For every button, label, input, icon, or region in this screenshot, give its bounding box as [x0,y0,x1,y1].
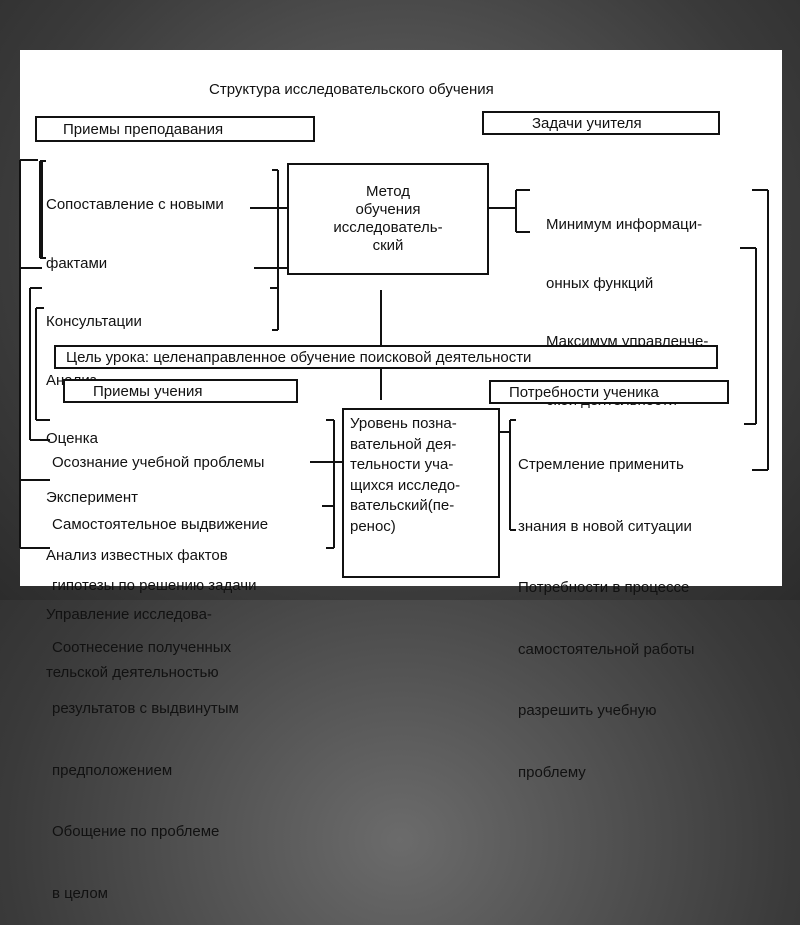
teacher-tasks-label: Задачи учителя [532,115,642,132]
diagram-title: Структура исследовательского обучения [209,81,494,98]
list-item: разрешить учебную [518,702,657,719]
teaching-methods-label: Приемы преподавания [63,121,224,138]
list-item: Эксперимент [46,488,139,506]
list-item: результатов с выдвинутым [52,700,239,717]
list-item: Оценка [46,430,98,447]
list-item: Минимум информаци- [546,216,703,233]
list-item: Сопоставление с новыми [46,196,224,213]
list-item: проблему [518,763,586,781]
list-item: Анализ известных фактов [46,547,228,564]
learning-items-list: Осознание учебной проблемы Самостоятельн… [52,412,268,925]
list-item: фактами [46,254,108,272]
center-method-box: Метод обучения исследователь- ский [287,163,489,275]
student-needs-label: Потребности ученика [509,384,659,401]
need-items-list: Стремление применить знания в новой ситу… [518,414,694,804]
list-item: Потребности в процессе [518,579,690,596]
list-item: Консультации [46,313,142,330]
list-item: Стремление применить [518,456,684,473]
list-item: Самостоятельное выдвижение [52,515,269,533]
cognitive-level-box: Уровень позна- вательной дея- тельности … [342,408,500,578]
connector-lines [19,159,769,549]
student-needs-header: Потребности ученика [489,380,729,404]
learning-methods-header: Приемы учения [63,379,298,403]
list-item: предположением [52,761,173,779]
lesson-goal-box: Цель урока: целенаправленное обучение по… [54,345,718,369]
center-method-label: Метод обучения исследователь- ский [333,183,443,254]
list-item: Осознание учебной проблемы [52,454,265,471]
list-item: Соотнесение полученных [52,638,232,656]
lesson-goal-label: Цель урока: целенаправленное обучение по… [66,349,532,366]
list-item: знания в новой ситуации [518,517,692,535]
teacher-tasks-header: Задачи учителя [482,111,720,135]
list-item: Обощение по проблеме [52,823,220,840]
cognitive-level-label: Уровень позна- вательной дея- тельности … [350,415,461,535]
learning-methods-label: Приемы учения [93,383,203,400]
list-item: самостоятельной работы [518,640,695,658]
teaching-methods-header: Приемы преподавания [35,116,315,142]
list-item: онных функций [546,274,654,292]
list-item: гипотезы по решению задачи [52,577,257,594]
list-item: в целом [52,884,108,902]
